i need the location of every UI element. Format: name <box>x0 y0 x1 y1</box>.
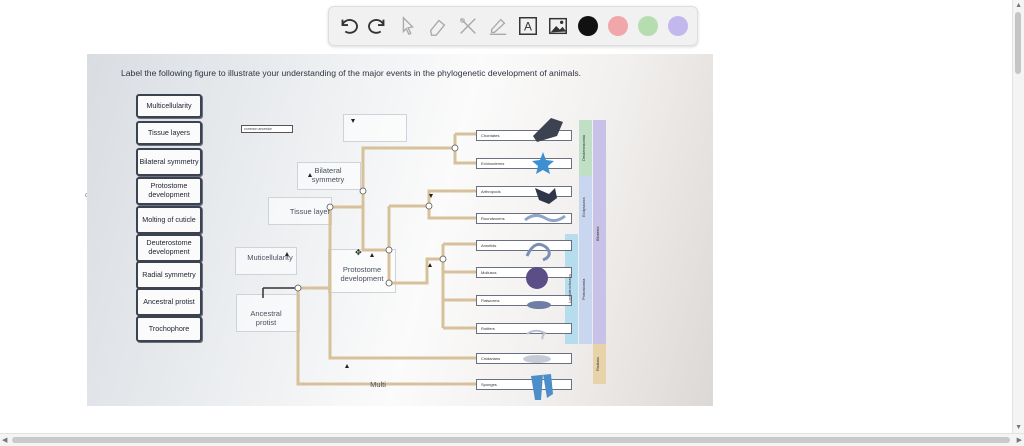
word-bank-item[interactable]: Trochophore <box>136 316 202 342</box>
taxon-box: Molluscs <box>476 267 572 278</box>
scroll-right-icon[interactable]: ▶ <box>1016 437 1022 444</box>
move-cursor-icon: ✥ <box>355 248 362 257</box>
drop-slot[interactable] <box>343 114 407 142</box>
placed-label-bilateral: Bilateral symmetry <box>311 166 345 184</box>
word-bank-item[interactable]: Molting of cuticle <box>136 206 202 234</box>
clade-label: Protostomia <box>581 278 586 300</box>
placed-label-protostome: Protostome development <box>340 265 384 283</box>
drop-slot[interactable] <box>328 249 396 293</box>
color-pink-swatch[interactable] <box>608 16 628 36</box>
pointer-icon[interactable] <box>393 11 423 41</box>
word-bank-item[interactable]: Multicellularity <box>136 94 202 118</box>
taxon-box: Arthropods <box>476 186 572 197</box>
word-bank-item[interactable]: Bilateral symmetry <box>136 148 202 176</box>
clade-label: Bilateria <box>595 226 600 242</box>
clade-label: Deuterostomia <box>581 135 586 162</box>
undo-icon[interactable] <box>333 11 363 41</box>
phylogenetic-tree <box>262 119 606 386</box>
placed-label-multicellularity: Muticellularity <box>247 253 293 262</box>
tools-icon[interactable] <box>453 11 483 41</box>
scroll-up-icon[interactable]: ▲ <box>1015 2 1022 9</box>
placed-label-tissue: Tissue layer <box>289 207 331 216</box>
horizontal-scrollbar[interactable] <box>0 433 1024 446</box>
scroll-left-icon[interactable]: ◀ <box>2 437 8 444</box>
placed-label-ancestral: Ancestral protist <box>250 309 282 327</box>
word-bank-item[interactable]: Ancestral protist <box>136 288 202 316</box>
drawing-toolbar: A <box>328 6 698 46</box>
phylogeny-figure-image: Label the following figure to illustrate… <box>87 54 713 406</box>
color-purple-swatch[interactable] <box>668 16 688 36</box>
taxon-box: Chordates <box>476 130 572 141</box>
drop-slot[interactable] <box>297 162 361 190</box>
text-tool-glyph: A <box>524 20 532 34</box>
taxon-box: Roundworms <box>476 213 572 224</box>
taxon-box: Rotifers <box>476 323 572 334</box>
redo-icon[interactable] <box>363 11 393 41</box>
drop-slot[interactable] <box>235 247 297 275</box>
instruction-text: Label the following figure to illustrate… <box>121 68 582 78</box>
image-icon[interactable] <box>543 11 573 41</box>
drop-slot[interactable] <box>268 197 332 225</box>
taxon-box: Sponges <box>476 379 572 390</box>
common-ancestor-label: common ancestor <box>241 125 293 133</box>
taxon-box: Flatworms <box>476 295 572 306</box>
taxon-box: Cnidarians <box>476 353 572 364</box>
highlighter-icon[interactable] <box>483 11 513 41</box>
word-bank-item[interactable]: Protostome development <box>136 177 202 205</box>
color-green-swatch[interactable] <box>638 16 658 36</box>
eraser-icon[interactable] <box>423 11 453 41</box>
taxon-box: Annelids <box>476 240 572 251</box>
taxon-box: Echinoderms <box>476 158 572 169</box>
color-black-swatch[interactable] <box>578 16 598 36</box>
vertical-scroll-thumb[interactable] <box>1015 12 1021 74</box>
clade-label: Lophotrochozoa <box>567 274 572 304</box>
placed-label-multi: Multi <box>370 380 386 389</box>
scroll-down-icon[interactable]: ▼ <box>1015 424 1022 431</box>
word-bank-item[interactable]: Tissue layers <box>136 121 202 145</box>
clade-label: Ecdysozoa <box>581 197 586 217</box>
horizontal-scroll-thumb[interactable] <box>12 437 1010 443</box>
clade-label: Radiata <box>595 357 600 371</box>
text-icon[interactable]: A <box>513 11 543 41</box>
vertical-scrollbar[interactable] <box>1012 0 1024 434</box>
